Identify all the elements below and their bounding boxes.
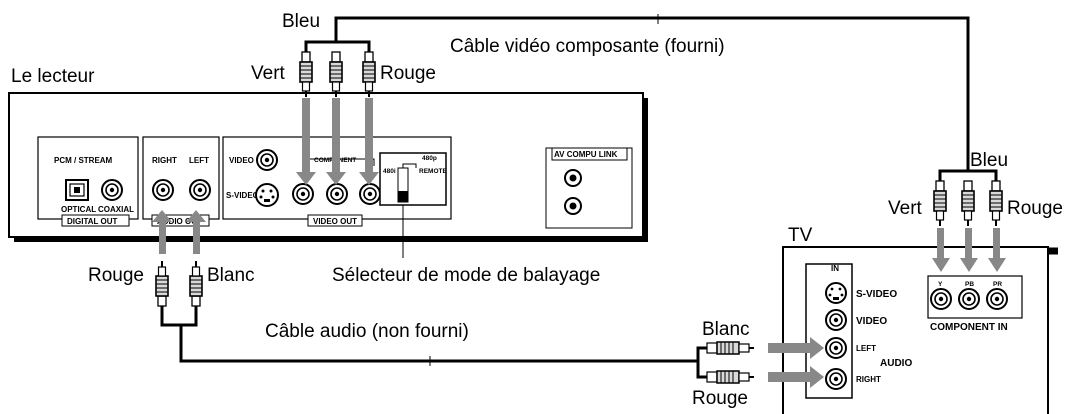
arrow-tv-pb (960, 228, 978, 272)
video-out-tag: VIDEO OUT (313, 217, 357, 226)
video-jack[interactable] (256, 149, 278, 171)
remote-label: REMOTE (419, 168, 447, 175)
optical-label: OPTICAL (61, 205, 96, 214)
left-label: LEFT (189, 156, 209, 165)
tv-label: TV (788, 225, 813, 246)
tv-audio-left-jack[interactable] (825, 337, 847, 359)
tv-pb-label: PB (965, 281, 974, 288)
tv-component-in-label: COMPONENT IN (930, 322, 1008, 333)
tv-video-jack[interactable] (825, 309, 847, 331)
player-blue-plug (329, 51, 343, 98)
pcm-stream-label: PCM / STREAM (54, 156, 113, 165)
tv-right-label: RIGHT (856, 375, 881, 384)
player-label: Le lecteur (11, 66, 95, 87)
component-video-cable (299, 14, 1003, 227)
digital-out-tag: DIGITAL OUT (67, 217, 117, 226)
component-cable-label: Câble vidéo composante (fourni) (450, 36, 725, 57)
rouge-tv-label: Rouge (692, 388, 748, 409)
av-compu-link-tag: AV COMPU LINK (554, 150, 618, 159)
p480-label: 480p (422, 155, 437, 162)
vert-top-label: Vert (251, 63, 286, 84)
tv-component-pb-jack[interactable] (958, 288, 980, 310)
digital-out-section: PCM / STREAM OPTICAL COAXIAL DIGITAL OUT (37, 136, 139, 227)
player-green-plug (299, 51, 313, 98)
rouge-audio-label: Rouge (88, 265, 144, 286)
player-white-audio-plug (189, 260, 203, 307)
tv-left-label: LEFT (856, 344, 876, 353)
blanc-tv-label: Blanc (702, 319, 750, 340)
tv-green-plug (933, 180, 947, 227)
arrow-tv-pr (988, 228, 1006, 272)
arrow-audio-left (186, 210, 206, 254)
coaxial-label: COAXIAL (98, 205, 134, 214)
tv-s-video-label: S-VIDEO (856, 289, 897, 300)
arrow-y (296, 98, 316, 185)
arrow-tv-y (932, 228, 950, 272)
av-compu-link-section: AV COMPU LINK (545, 147, 633, 229)
tv-red-plug (989, 180, 1003, 227)
player-red-plug (362, 51, 376, 98)
tv-audio-right-jack[interactable] (825, 368, 847, 390)
arrow-pb (326, 98, 346, 185)
tv-in-label: IN (831, 264, 839, 273)
tv-input-panel: IN S-VIDEO VIDEO LEFT AUDIO RIGHT Y PB P… (805, 263, 1023, 399)
tv-audio-label: AUDIO (880, 358, 912, 369)
audio-left-jack[interactable] (189, 179, 211, 201)
tv-y-label: Y (938, 281, 943, 288)
coaxial-jack[interactable] (101, 179, 123, 201)
tv-pr-label: PR (993, 281, 1002, 288)
component-y-jack[interactable] (292, 183, 314, 205)
connection-arrows (152, 98, 1006, 388)
tv-component-y-jack[interactable] (930, 288, 952, 310)
audio-cable-label: Câble audio (non fourni) (265, 321, 469, 342)
video-label: VIDEO (229, 156, 254, 165)
component-pr-jack[interactable] (359, 183, 381, 205)
component-pb-jack[interactable] (326, 183, 348, 205)
rouge-right-label: Rouge (1007, 198, 1063, 219)
bleu-top-label: Bleu (282, 11, 320, 32)
audio-out-section: RIGHT LEFT AUDIO OUT (142, 136, 220, 227)
bleu-right-label: Bleu (970, 150, 1008, 171)
tv-video-label: VIDEO (856, 316, 887, 327)
audio-right-jack[interactable] (152, 179, 174, 201)
tv-s-video-jack[interactable] (825, 282, 847, 304)
tv-white-audio-plug (706, 341, 755, 355)
tv-blue-plug (961, 180, 975, 227)
right-label: RIGHT (152, 156, 177, 165)
arrow-audio-right (152, 210, 172, 254)
av-compu-link-jack-2[interactable] (564, 197, 582, 215)
tv-red-audio-plug (706, 370, 755, 384)
audio-cable (155, 260, 755, 384)
arrow-tv-audio-left (768, 337, 824, 359)
player-red-audio-plug (155, 260, 169, 307)
arrow-pr (359, 98, 379, 185)
audio-out-tag: AUDIO OUT (157, 217, 202, 226)
i480-label: 480i (383, 168, 396, 175)
optical-jack[interactable] (65, 179, 89, 201)
scan-mode-switch[interactable] (398, 191, 408, 202)
av-compu-link-jack-1[interactable] (564, 169, 582, 187)
s-video-jack[interactable] (255, 183, 279, 207)
blanc-audio-label: Blanc (207, 265, 255, 286)
arrow-tv-audio-right (768, 366, 824, 388)
tv-component-pr-jack[interactable] (986, 288, 1008, 310)
vert-right-label: Vert (888, 198, 923, 219)
s-video-label: S-VIDEO (226, 191, 259, 200)
scan-selector-label: Sélecteur de mode de balayage (332, 265, 600, 286)
rouge-top-label: Rouge (380, 63, 436, 84)
